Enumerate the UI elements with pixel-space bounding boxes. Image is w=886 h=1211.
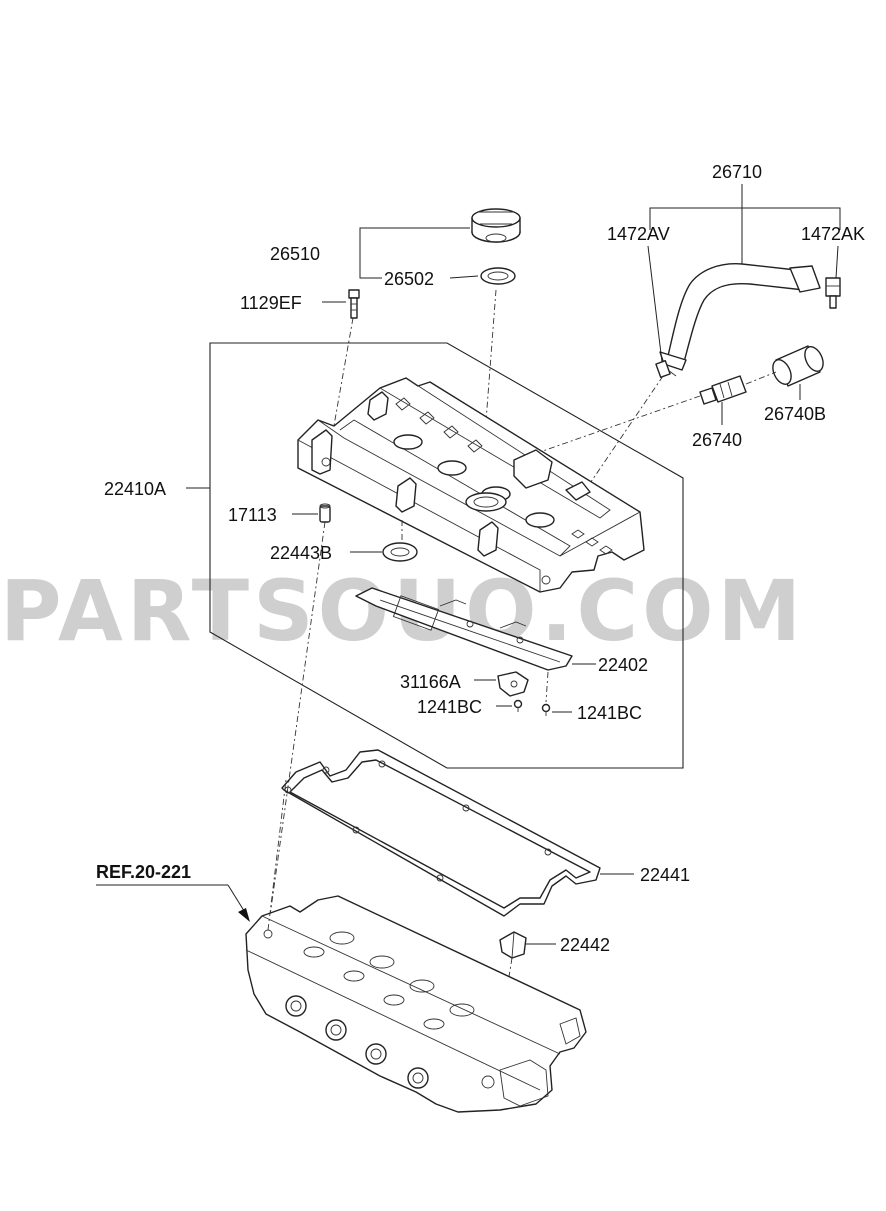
spark-plug-seal[interactable] xyxy=(382,542,418,562)
oil-filler-cap[interactable] xyxy=(471,208,521,243)
dowel-pin[interactable] xyxy=(319,503,331,523)
label-22402[interactable]: 22402 xyxy=(598,655,648,675)
reference-label[interactable]: REF.20-221 xyxy=(96,862,191,882)
screw-1241BC-b[interactable] xyxy=(541,703,551,717)
label-26510[interactable]: 26510 xyxy=(270,244,320,264)
reference-pointer xyxy=(96,884,250,922)
screw-1241BC-a[interactable] xyxy=(513,699,523,713)
label-26740[interactable]: 26740 xyxy=(692,430,742,450)
label-1129EF[interactable]: 1129EF xyxy=(240,293,302,313)
label-26740B[interactable]: 26740B xyxy=(764,404,826,424)
label-22443B[interactable]: 22443B xyxy=(270,543,332,563)
baffle-plate[interactable] xyxy=(355,587,573,671)
pcv-hose[interactable] xyxy=(659,263,821,371)
label-1241BC-a[interactable]: 1241BC xyxy=(417,697,482,717)
bracket-31166A[interactable] xyxy=(497,671,529,697)
label-17113[interactable]: 17113 xyxy=(228,505,277,525)
bolt-1129EF[interactable] xyxy=(348,289,360,319)
hose-clamp-1472AV[interactable] xyxy=(655,360,677,378)
label-1472AK[interactable]: 1472AK xyxy=(801,224,865,244)
label-26502[interactable]: 26502 xyxy=(384,269,434,289)
cap-gasket[interactable] xyxy=(480,267,516,285)
hose-clamp-1472AK[interactable] xyxy=(825,277,841,309)
head-cover-gasket[interactable] xyxy=(281,749,601,917)
label-31166A[interactable]: 31166A xyxy=(400,672,461,692)
label-22442[interactable]: 22442 xyxy=(560,935,610,955)
label-22410A[interactable]: 22410A xyxy=(104,479,166,499)
assembly-frame-22410A xyxy=(186,342,684,769)
label-22441[interactable]: 22441 xyxy=(640,865,690,885)
cylinder-head-cover[interactable] xyxy=(297,377,645,593)
label-1241BC-b[interactable]: 1241BC xyxy=(577,703,642,723)
label-1472AV[interactable]: 1472AV xyxy=(607,224,670,244)
cylinder-head xyxy=(245,895,587,1113)
half-moon-plug[interactable] xyxy=(499,931,527,959)
pcv-grommet[interactable] xyxy=(769,344,826,387)
pcv-valve[interactable] xyxy=(699,375,747,405)
label-26710[interactable]: 26710 xyxy=(712,162,762,182)
